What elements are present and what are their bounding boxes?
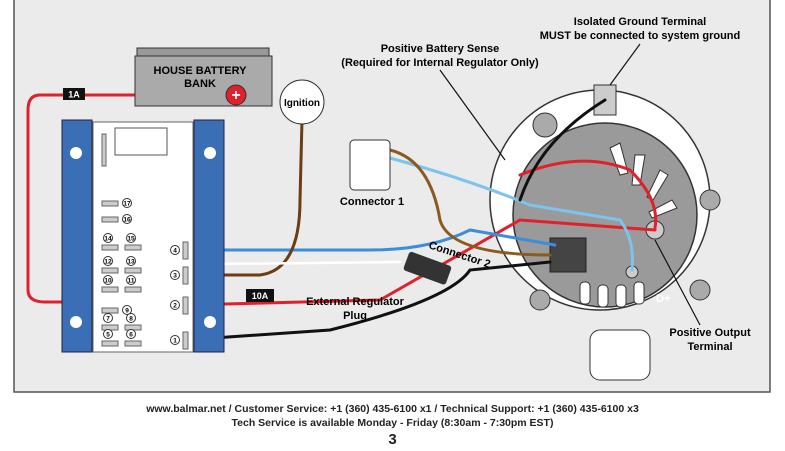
pos-sense-label-1: Positive Battery Sense [381,43,500,55]
footer-contact: www.balmar.net / Customer Service: +1 (3… [146,403,639,415]
terminal-16 [101,216,119,223]
house-battery: HOUSE BATTERY BANK + [134,47,273,107]
terminal-9 [101,307,119,314]
wires [26,93,658,342]
pos-sense-label-2: (Required for Internal Regulator Only) [341,57,539,69]
ignition-switch [279,79,325,125]
regulator: 17 16 14 15 12 13 10 11 9 7 8 5 6 4 3 2 1 [61,119,225,353]
ignition-label: Ignition [284,98,320,109]
wiring-diagram: HOUSE BATTERY BANK + 1A 10A Ignition 171… [13,0,771,393]
terminal-number: 6 [129,332,133,339]
ext-reg-label-2: Plug [343,310,367,322]
terminal-15 [124,244,142,251]
terminal-10 [101,286,119,293]
terminal-number: 7 [106,316,110,323]
black-wire [183,260,552,342]
d-plus-label: D+ [656,293,670,305]
terminal-number: 12 [104,259,112,266]
connector-1-label: Connector 1 [340,196,404,208]
terminal-number: 3 [173,273,177,280]
black-wire-ground [518,98,607,202]
pos-output-label-2: Terminal [687,341,732,353]
terminal-3 [182,266,189,285]
battery-label-1: HOUSE BATTERY [154,65,248,77]
terminal-number: 17 [123,201,131,208]
fuse-10a [246,289,274,302]
ext-reg-label-1: External Regulator [306,296,405,308]
connector-1 [349,139,391,191]
fuse-1a-label: 1A [68,90,80,100]
terminal-number: 2 [173,303,177,310]
iso-ground-label-1: Isolated Ground Terminal [574,16,706,28]
external-regulator-plug [403,251,452,285]
terminal-1 [182,331,189,350]
terminal-2 [182,296,189,315]
terminal-13 [124,267,142,274]
terminal-5 [101,340,119,347]
terminal-number: 1 [173,338,177,345]
terminal-8 [124,324,142,331]
red-wire-battery [26,93,237,304]
page-number: 3 [388,431,397,448]
iso-ground-label-2: MUST be connected to system ground [540,30,740,42]
terminal-14 [101,244,119,251]
brown-wire-ignition [183,118,304,277]
blue-wire [183,228,557,252]
plus-icon: + [231,87,240,104]
footer-hours: Tech Service is available Monday - Frida… [231,417,554,429]
terminal-number: 8 [129,316,133,323]
terminal-7 [101,324,119,331]
red-wire-sense [518,159,658,230]
terminal-number: 5 [106,332,110,339]
terminal-4 [182,241,189,260]
terminal-number: 14 [104,236,112,243]
fuse-1a [63,88,85,100]
terminal-number: 13 [127,259,135,266]
fuse-10a-label: 10A [252,291,269,301]
terminal-11 [124,286,142,293]
terminal-number: 10 [104,278,112,285]
terminal-number: 15 [127,236,135,243]
terminal-number: 11 [128,278,135,285]
terminal-12 [101,267,119,274]
terminal-number: 16 [123,217,131,224]
terminal-number: 9 [125,308,129,315]
battery-label-2: BANK [184,78,216,90]
terminal-17 [101,200,119,207]
red-wire-output [183,218,657,307]
terminal-number: 4 [173,248,177,255]
pos-output-label-1: Positive Output [669,327,751,339]
terminal-6 [124,340,142,347]
brown-wire-conn1 [388,148,552,257]
